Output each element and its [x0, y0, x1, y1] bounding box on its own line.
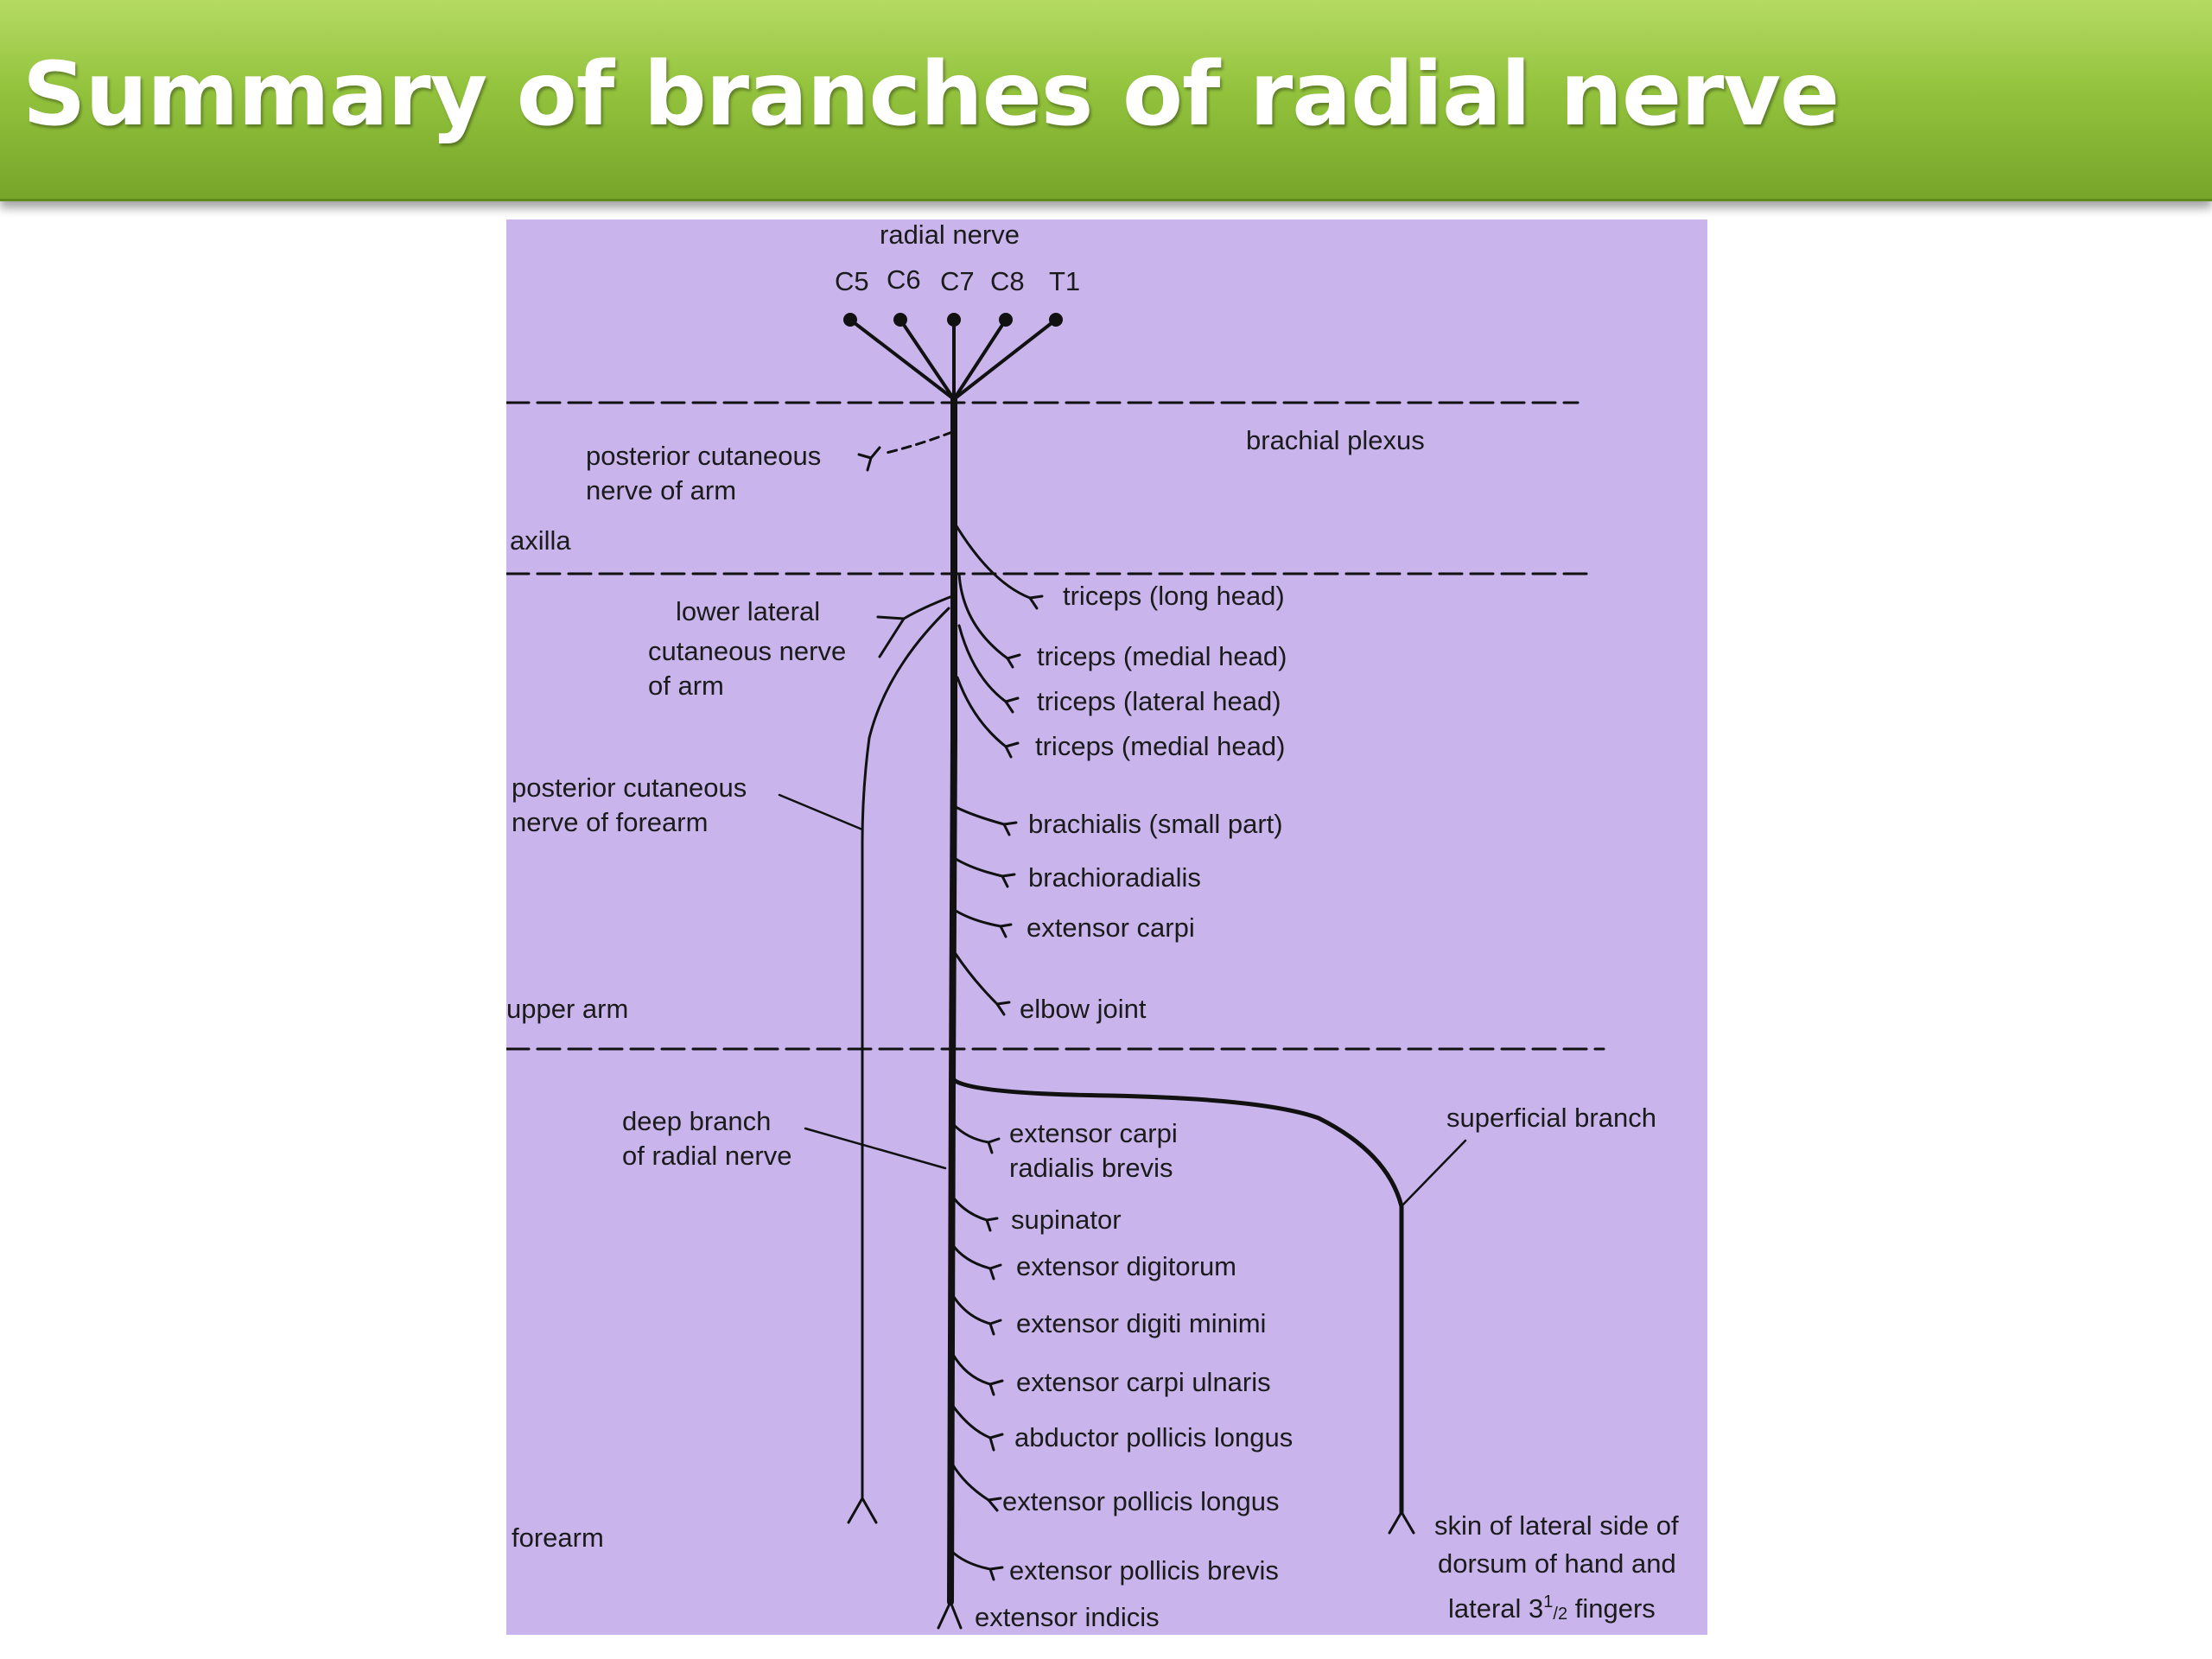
posterior-cutaneous-arm-branch [885, 430, 954, 454]
muscle-label: extensor pollicis brevis [1009, 1555, 1279, 1586]
upper-arm-muscle-branches [952, 520, 1044, 1016]
skin-target-lateral: lateral 3 [1448, 1593, 1544, 1624]
superficial-branch-line [951, 1077, 1404, 1515]
lower-lateral-label: lower lateral [676, 596, 821, 626]
muscle-label: extensor carpi radialis brevis [1009, 1118, 1178, 1183]
muscle-label: elbow joint [1020, 994, 1147, 1024]
main-trunk [947, 396, 957, 1605]
radial-nerve-diagram: radial nerve C5 C6 C7 C8 T1 brachial ple… [506, 219, 1707, 1635]
muscle-label: abductor pollicis longus [1014, 1422, 1294, 1452]
skin-target-line-1: skin of lateral side of [1434, 1510, 1679, 1541]
region-brachial-plexus: brachial plexus [1246, 425, 1425, 455]
slide-title: Summary of branches of radial nerve [22, 43, 1840, 146]
muscle-label: extensor carpi [1027, 912, 1195, 943]
region-forearm: forearm [512, 1522, 604, 1553]
skin-target-line-2: dorsum of hand and [1438, 1548, 1676, 1579]
muscle-label: brachioradialis [1028, 862, 1201, 893]
muscle-label: extensor pollicis longus [1002, 1486, 1280, 1516]
posterior-cutaneous-forearm-branch [861, 607, 950, 1500]
muscle-label: extensor digitorum [1016, 1251, 1237, 1281]
muscle-label: triceps (medial head) [1037, 641, 1287, 671]
skin-target-fingers: fingers [1567, 1593, 1656, 1624]
nerve-roots [849, 318, 1058, 401]
muscle-label: supinator [1011, 1205, 1122, 1235]
posterior-cutaneous-arm-label: posterior cutaneous nerve of arm [586, 441, 822, 505]
muscle-label: triceps (medial head) [1035, 731, 1286, 761]
fraction-numerator: 1 [1543, 1592, 1554, 1611]
lower-lateral-cutaneous-branch [902, 594, 954, 620]
muscle-label: extensor carpi ulnaris [1016, 1367, 1271, 1397]
muscle-label: extensor digiti minimi [1016, 1308, 1267, 1338]
muscle-label: triceps (lateral head) [1037, 686, 1281, 716]
fraction-denominator: /2 [1553, 1605, 1568, 1624]
nerve-drawing [506, 313, 1605, 1630]
radial-nerve-label: radial nerve [880, 219, 1020, 250]
posterior-cutaneous-forearm-label: posterior cutaneous nerve of forearm [512, 772, 747, 837]
muscle-label: extensor indicis [975, 1602, 1160, 1632]
skin-target-line-3: lateral 31/2 fingers [1448, 1585, 1656, 1631]
forearm-muscle-branches [949, 1123, 1004, 1581]
root-t1: T1 [1049, 266, 1081, 296]
root-c6: C6 [887, 264, 921, 295]
muscle-label: triceps (long head) [1063, 581, 1285, 611]
region-upper-arm: upper arm [506, 994, 629, 1024]
muscle-label: brachialis (small part) [1028, 809, 1283, 839]
root-c7: C7 [940, 266, 975, 296]
deep-branch-label: deep branch of radial nerve [622, 1106, 792, 1171]
root-c5: C5 [835, 266, 869, 296]
region-axilla: axilla [510, 525, 571, 556]
root-c8: C8 [990, 266, 1025, 296]
title-bar: Summary of branches of radial nerve [0, 0, 2212, 201]
superficial-branch-label: superficial branch [1446, 1103, 1656, 1133]
lower-lateral-cutaneous-label: cutaneous nerve of arm [648, 636, 847, 701]
